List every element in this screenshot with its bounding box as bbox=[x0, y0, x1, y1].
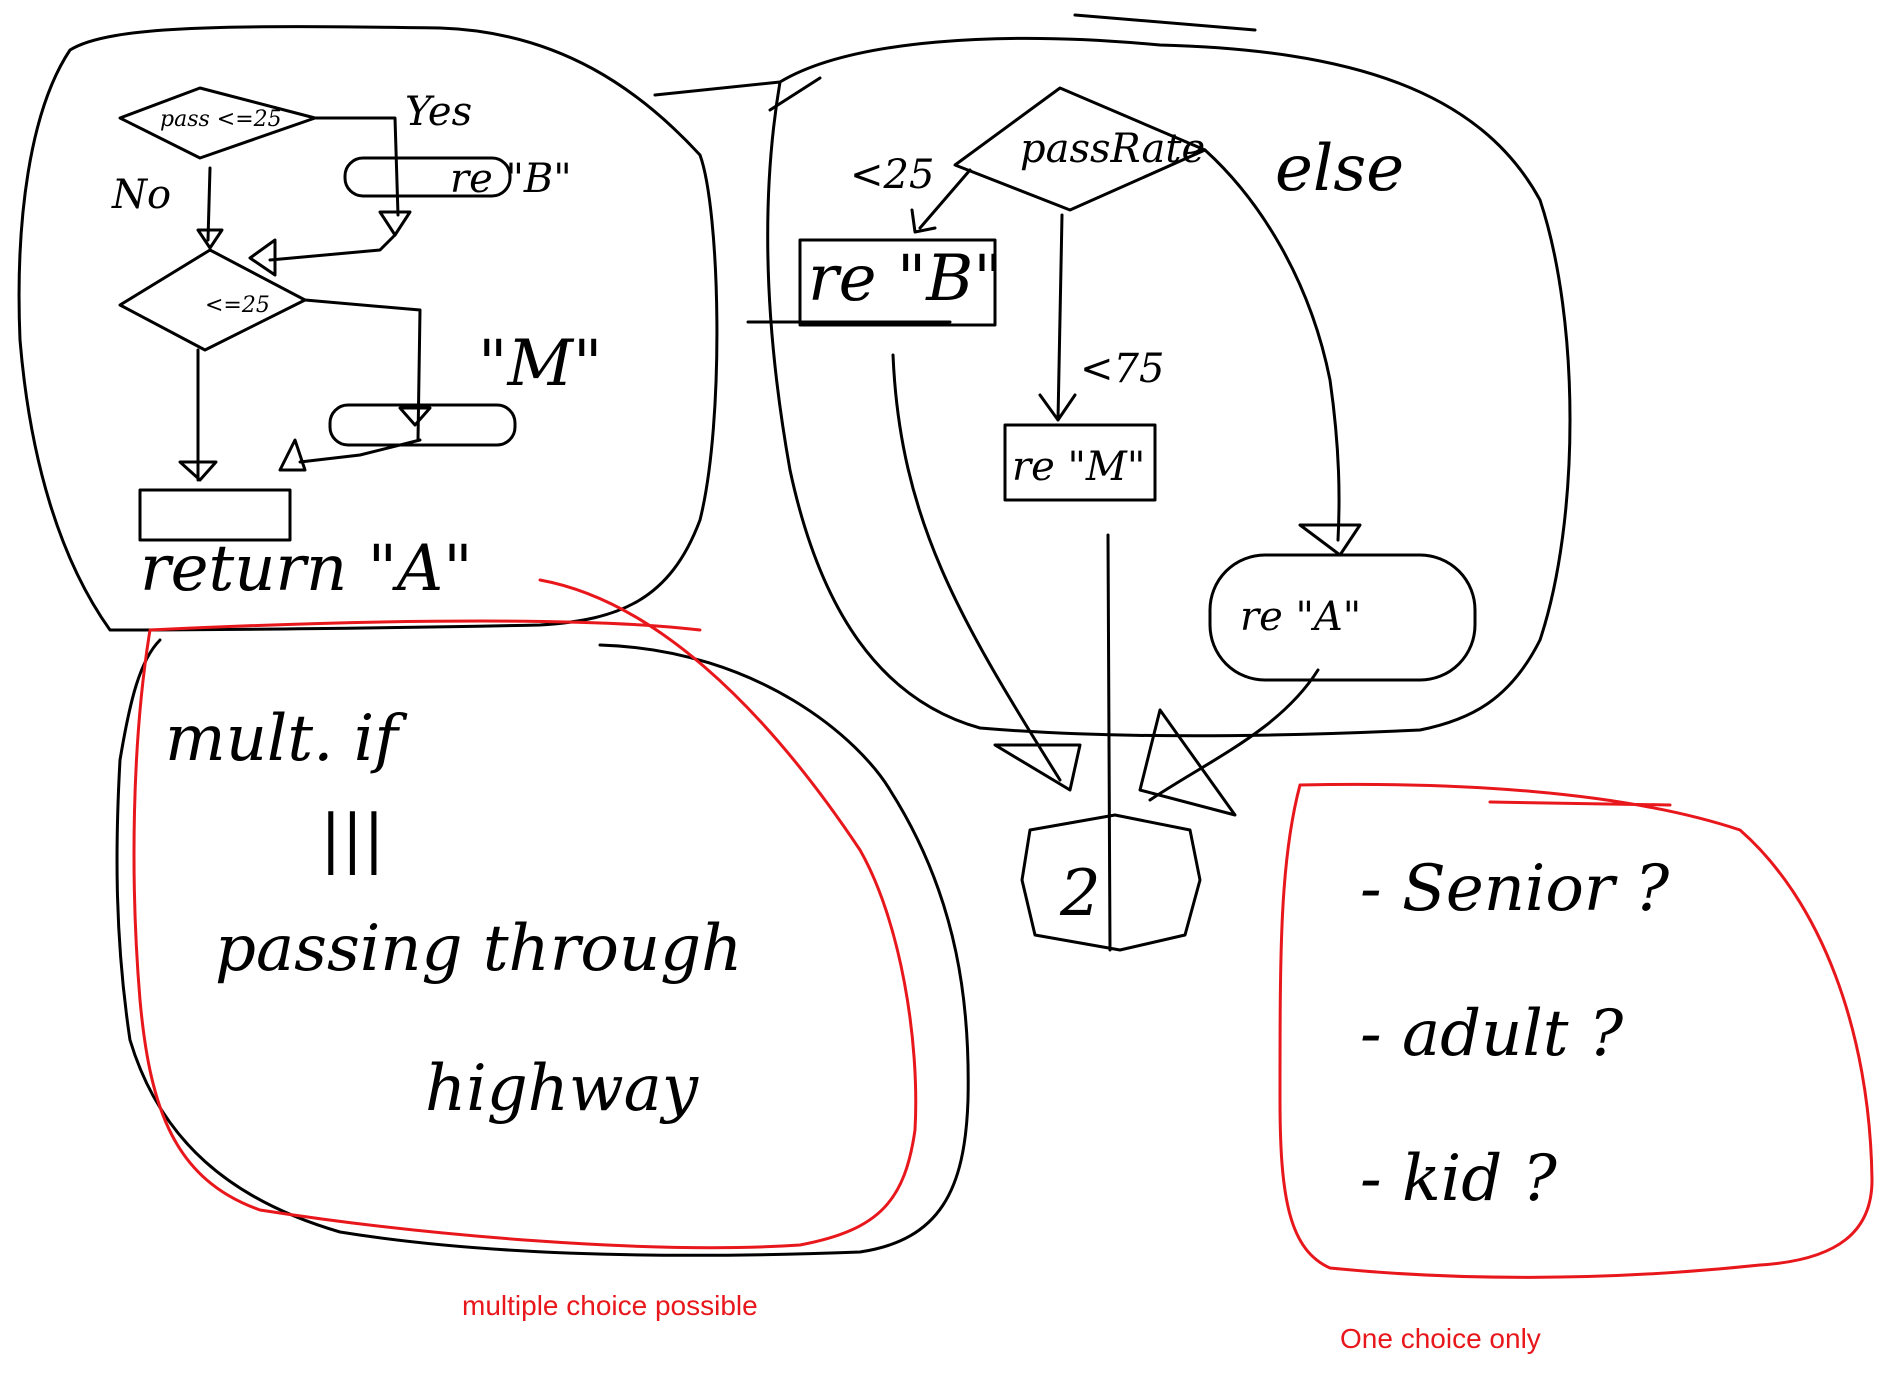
choices-caption: One choice only bbox=[1340, 1323, 1541, 1354]
right-end-node bbox=[1020, 813, 1202, 952]
left-return-m-box bbox=[328, 403, 517, 447]
left-merge-arrow-1 bbox=[248, 233, 397, 277]
left-no-connector bbox=[196, 166, 224, 250]
choices-red-outline bbox=[1278, 782, 1874, 1279]
notes-red-outline bbox=[132, 578, 918, 1250]
left-return-b-box bbox=[343, 156, 512, 198]
left-yes-connector bbox=[313, 116, 412, 237]
right-branch3-label: else bbox=[1275, 132, 1404, 206]
left-yes-label: Yes bbox=[405, 89, 472, 135]
left-no2-connector bbox=[178, 348, 218, 482]
left-ret3-label: return "A" bbox=[140, 532, 473, 606]
right-cond-label: passRate bbox=[1020, 126, 1205, 172]
notes-black-outline bbox=[115, 638, 970, 1257]
right-return-a-box bbox=[1208, 553, 1477, 682]
left-merge-arrow-2 bbox=[278, 438, 422, 472]
right-ret1-label: re "B" bbox=[808, 242, 1003, 316]
right-branch2-arrow bbox=[1038, 213, 1077, 422]
left-enclosure-outline bbox=[17, 25, 719, 632]
left-ret1-label: re "B" bbox=[450, 156, 572, 202]
right-branch1-label: <25 bbox=[850, 152, 934, 198]
choice-item-kid: - kid ? bbox=[1360, 1142, 1558, 1216]
left-cond1-label: pass <=25 bbox=[160, 107, 282, 132]
notes-caption: multiple choice possible bbox=[462, 1290, 758, 1321]
choice-item-senior: - Senior ? bbox=[1360, 852, 1670, 926]
notes-line3: passing through bbox=[215, 912, 742, 986]
left-cond2-label: <=25 bbox=[205, 293, 270, 318]
right-ret3-label: re "A" bbox=[1240, 594, 1361, 640]
right-branch2-label: <75 bbox=[1080, 346, 1164, 392]
right-enclosure-outline bbox=[766, 36, 1572, 738]
right-return-b-box bbox=[798, 238, 997, 327]
notes-line1: mult. if bbox=[165, 702, 408, 776]
notes-line4: highway bbox=[425, 1052, 699, 1126]
left-return-a-box bbox=[138, 488, 292, 542]
notes-line2: ||| bbox=[320, 802, 385, 876]
right-branch1-arrow bbox=[910, 168, 972, 234]
right-ret2-label: re "M" bbox=[1012, 444, 1145, 490]
right-end-label: 2 bbox=[1059, 857, 1101, 931]
right-branch3-arrow bbox=[1203, 148, 1362, 557]
choice-item-adult: - adult ? bbox=[1360, 997, 1624, 1071]
left-yes2-connector bbox=[303, 298, 432, 442]
enclosure-link bbox=[653, 13, 1257, 112]
right-return-m-box bbox=[1003, 423, 1157, 502]
left-ret2-label: "M" bbox=[478, 327, 602, 401]
right-converge-lines bbox=[891, 353, 1320, 952]
left-no-label: No bbox=[111, 172, 171, 218]
